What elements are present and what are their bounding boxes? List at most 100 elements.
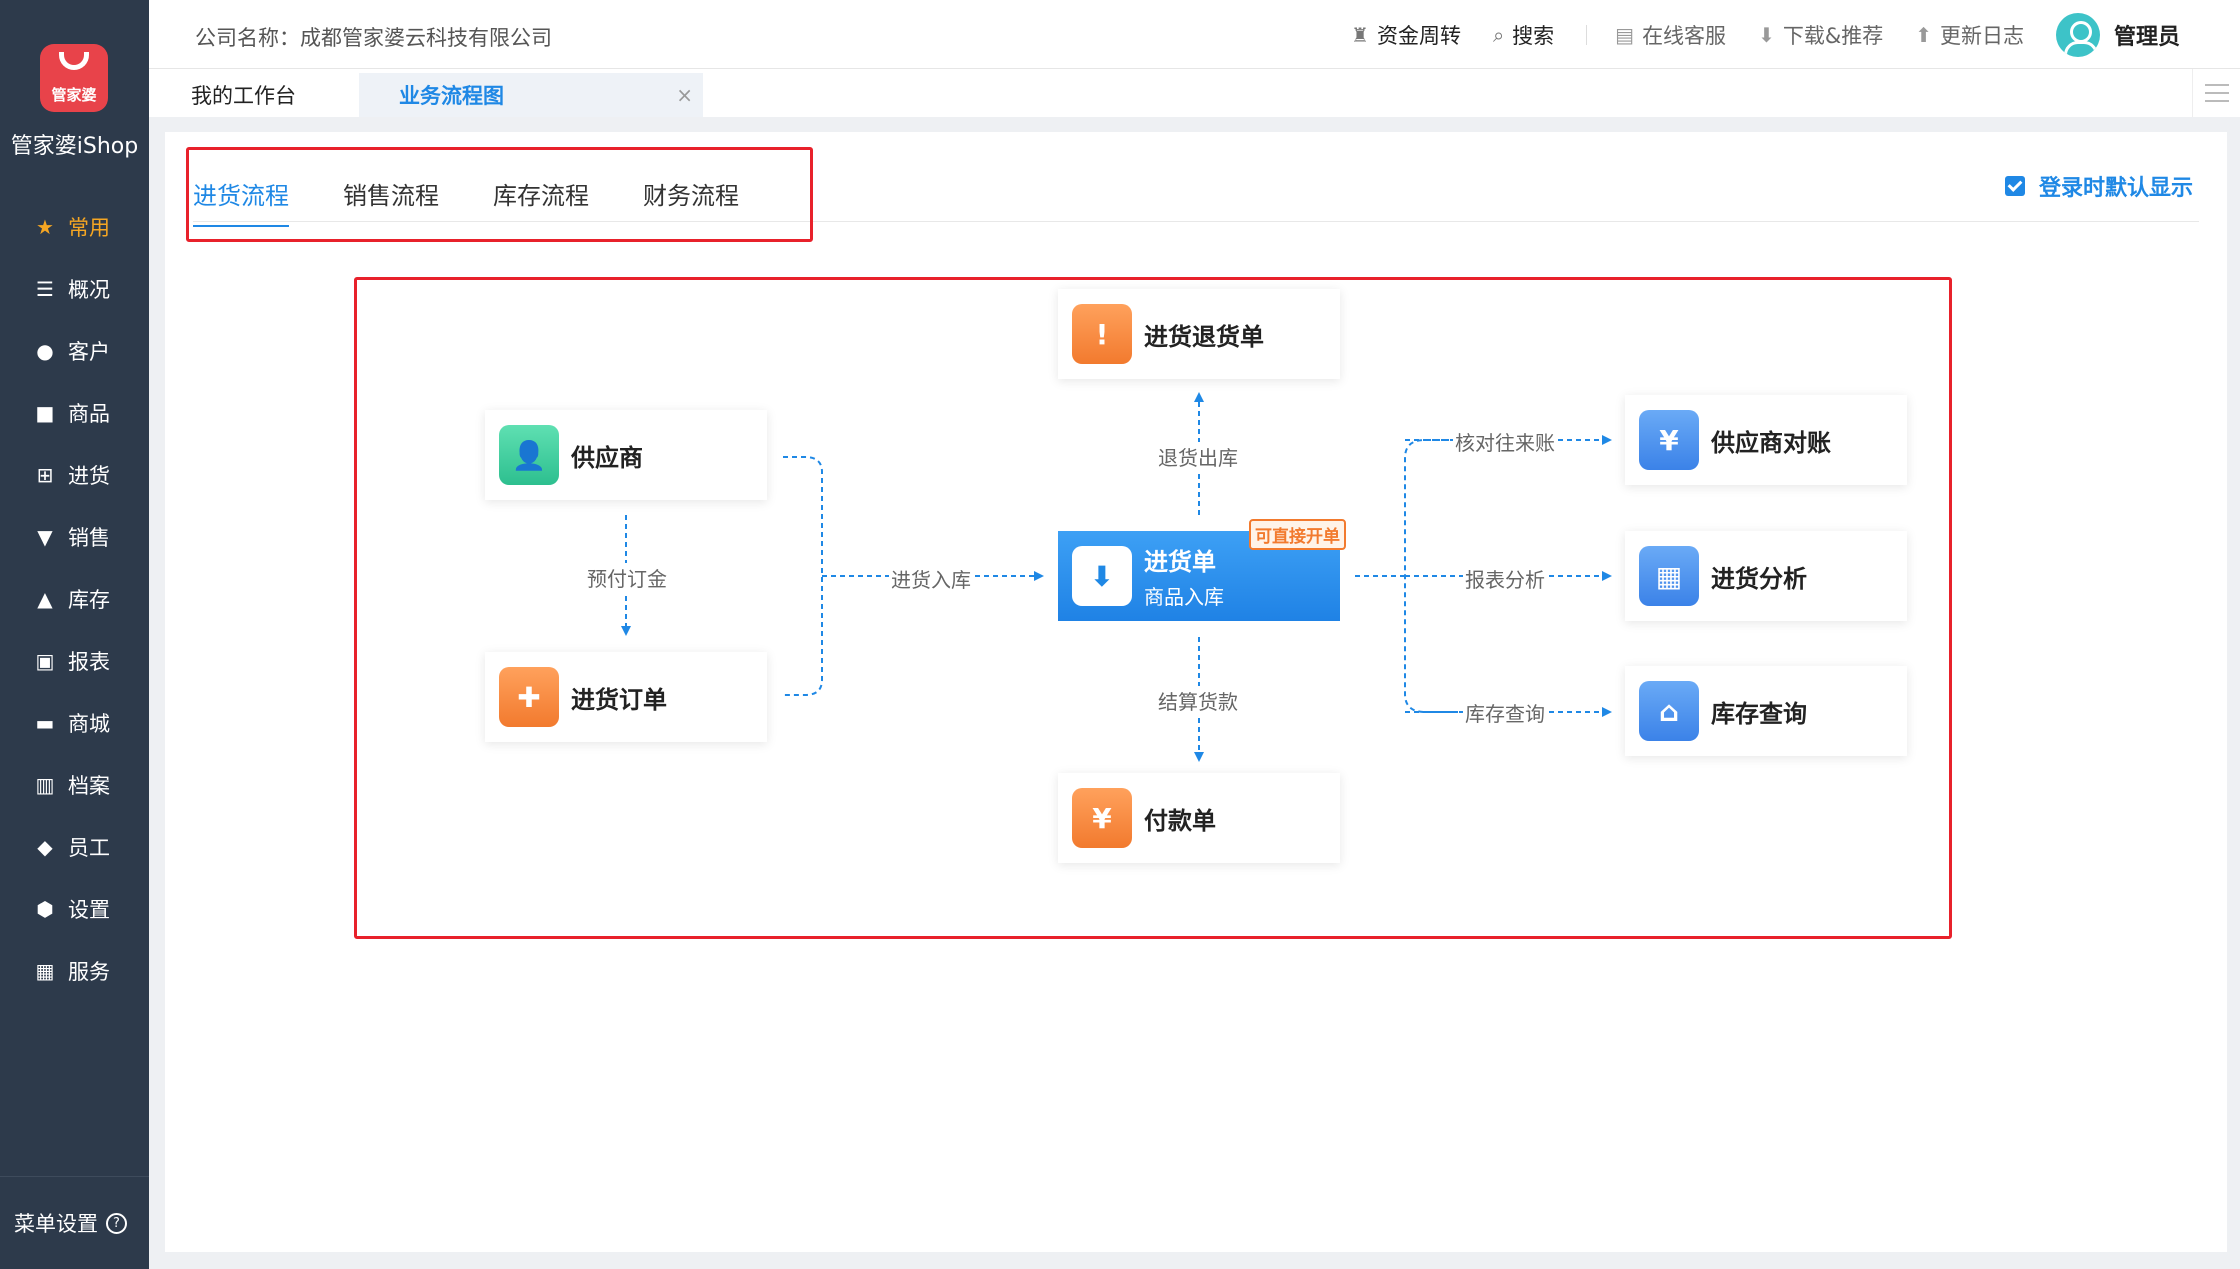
flow-tab-stock[interactable]: 库存流程 <box>493 182 589 210</box>
sidebar-item-mall[interactable]: ▬ 商城 <box>0 692 149 754</box>
avatar[interactable] <box>2055 12 2100 57</box>
supplier-icon: 👤 <box>499 425 559 485</box>
logo-text: 管家婆 <box>51 86 97 104</box>
card-label: 库存查询 <box>1711 699 1807 728</box>
gear-icon: ⬢ <box>36 897 54 921</box>
tab-workbench[interactable]: 我的工作台 <box>189 73 349 117</box>
divider <box>1586 24 1588 45</box>
upload-circle-icon: ⬆ <box>1915 22 1932 47</box>
edge-label-return-out: 退货出库 <box>1156 442 1240 471</box>
user-name[interactable]: 管理员 <box>2113 24 2180 50</box>
download-arrow-icon: ⬇ <box>1072 546 1132 606</box>
sidebar-item-stock[interactable]: ▲库存 <box>0 568 149 630</box>
sidebar-item-service[interactable]: ▦ 服务 <box>0 940 149 1002</box>
top-bar: 公司名称：成都管家婆云科技有限公司 ♜资金周转 ⌕ 搜索 ▤ 在线客服 ⬇下载&推荐… <box>149 0 2240 69</box>
sidebar-item-label: 常用 <box>68 216 110 240</box>
brand-name: 管家婆iShop <box>10 134 139 159</box>
sidebar-item-label: 档案 <box>68 774 110 798</box>
direct-open-badge: 可直接开单 <box>1249 519 1346 550</box>
funds-button[interactable]: ♜资金周转 <box>1351 20 1461 50</box>
stock-query-card[interactable]: ⌂ 库存查询 <box>1625 666 1907 756</box>
service-label: 在线客服 <box>1642 23 1727 48</box>
sidebar-item-settings[interactable]: ⬢ 设置 <box>0 878 149 940</box>
purchase-bill-card[interactable]: ⬇ 进货单 商品入库 可直接开单 <box>1058 519 1346 621</box>
purchase-analysis-card[interactable]: ▦ 进货分析 <box>1625 531 1907 621</box>
card-label: 付款单 <box>1144 806 1216 835</box>
sidebar: 管家婆 管家婆iShop ★ 常用 ☰概况 ● 客户 ■ 商品 ⊞进货 ▼销售 ▲库存… <box>0 0 149 1269</box>
company-name: 公司名称：成都管家婆云科技有限公司 <box>195 26 552 50</box>
staff-icon: ◆ <box>37 835 53 859</box>
sidebar-item-label: 服务 <box>68 960 110 984</box>
card-sublabel: 商品入库 <box>1144 585 1224 609</box>
sidebar-item-archive[interactable]: ▥档案 <box>0 754 149 816</box>
help-icon[interactable]: ? <box>106 1212 127 1234</box>
tab-flowchart[interactable]: 业务流程图 × <box>359 73 703 117</box>
changelog-button[interactable]: ⬆ 更新日志 <box>1915 20 2024 50</box>
sidebar-item-purchase[interactable]: ⊞进货 <box>0 444 149 506</box>
sidebar-item-overview[interactable]: ☰概况 <box>0 258 149 320</box>
purchase-return-card[interactable]: ! 进货退货单 <box>1058 289 1340 379</box>
checkbox-checked-icon[interactable] <box>2004 176 2025 196</box>
sidebar-item-label: 商城 <box>68 712 110 736</box>
sidebar-item-report[interactable]: ▣报表 <box>0 630 149 692</box>
close-icon[interactable]: × <box>676 83 693 107</box>
cart-icon: ⊞ <box>36 463 54 487</box>
tab-bar: 我的工作台 业务流程图 × <box>149 69 2240 117</box>
menu-settings-button[interactable]: 菜单设置 ? <box>0 1176 149 1269</box>
search-button[interactable]: ⌕ 搜索 <box>1493 20 1554 50</box>
ledger-icon: ¥ <box>1639 410 1699 470</box>
sidebar-item-label: 商品 <box>68 402 110 426</box>
sidebar-item-sales[interactable]: ▼销售 <box>0 506 149 568</box>
flow-tabs: 进货流程 销售流程 库存流程 财务流程 <box>193 176 793 227</box>
flow-tab-finance[interactable]: 财务流程 <box>643 182 739 210</box>
grid-icon: ▦ <box>35 959 55 983</box>
download-label: 下载&推荐 <box>1782 23 1884 48</box>
sidebar-item-staff[interactable]: ◆ 员工 <box>0 816 149 878</box>
card-label: 供应商对账 <box>1711 428 1831 457</box>
sidebar-item-label: 库存 <box>68 588 110 612</box>
sidebar-item-goods[interactable]: ■ 商品 <box>0 382 149 444</box>
sidebar-item-label: 员工 <box>68 836 110 860</box>
card-label: 进货退货单 <box>1144 322 1264 351</box>
star-icon: ★ <box>36 215 54 239</box>
search-label: 搜索 <box>1512 23 1555 48</box>
flow-tab-purchase[interactable]: 进货流程 <box>193 176 289 227</box>
chat-icon: ▤ <box>1615 22 1635 47</box>
highlight-box-flow <box>354 277 1952 939</box>
sidebar-item-common[interactable]: ★ 常用 <box>0 196 149 258</box>
card-texts: 进货单 商品入库 <box>1144 542 1224 610</box>
purchase-order-card[interactable]: ✚ 进货订单 <box>485 652 767 742</box>
tab-menu-button[interactable] <box>2192 69 2240 117</box>
goods-icon: ■ <box>35 401 55 425</box>
edge-label-settle: 结算货款 <box>1156 686 1240 715</box>
sidebar-item-label: 设置 <box>68 898 110 922</box>
menu-settings-label: 菜单设置 <box>14 1212 98 1236</box>
sidebar-item-label: 客户 <box>68 340 110 364</box>
bag-plus-icon: ✚ <box>499 667 559 727</box>
edge-label-prepay: 预付订金 <box>585 563 669 592</box>
edge-label-report-analysis: 报表分析 <box>1463 564 1547 593</box>
changelog-label: 更新日志 <box>1939 23 2024 48</box>
supplier-recon-card[interactable]: ¥ 供应商对账 <box>1625 395 1907 485</box>
flow-tab-sales[interactable]: 销售流程 <box>343 182 439 210</box>
card-label: 进货订单 <box>571 685 667 714</box>
tab-label: 业务流程图 <box>399 84 504 108</box>
divider <box>193 221 2199 222</box>
supplier-card[interactable]: 👤 供应商 <box>485 410 767 500</box>
tab-label: 我的工作台 <box>191 84 296 108</box>
edge-label-stock-query: 库存查询 <box>1463 698 1547 727</box>
store-icon: ▬ <box>35 711 55 735</box>
customer-icon: ● <box>36 339 54 363</box>
search-icon: ⌕ <box>1492 22 1505 47</box>
sidebar-item-label: 销售 <box>68 526 110 550</box>
yen-icon: ¥ <box>1072 788 1132 848</box>
app-logo: 管家婆 <box>40 44 108 112</box>
sidebar-nav: ★常用 ☰概况 ●客户 ■商品 ⊞进货 ▼销售 ▲库存 ▣报表 ▬商城 ▥档案 … <box>0 196 149 1002</box>
download-button[interactable]: ⬇下载&推荐 <box>1758 20 1883 50</box>
sidebar-item-customer[interactable]: ● 客户 <box>0 320 149 382</box>
online-service-button[interactable]: ▤ 在线客服 <box>1615 20 1726 50</box>
smile-logo-icon <box>59 52 89 70</box>
sidebar-item-label: 报表 <box>68 650 110 674</box>
default-show-checkbox[interactable]: 登录时默认显示 <box>2004 170 2193 202</box>
payment-card[interactable]: ¥ 付款单 <box>1058 773 1340 863</box>
